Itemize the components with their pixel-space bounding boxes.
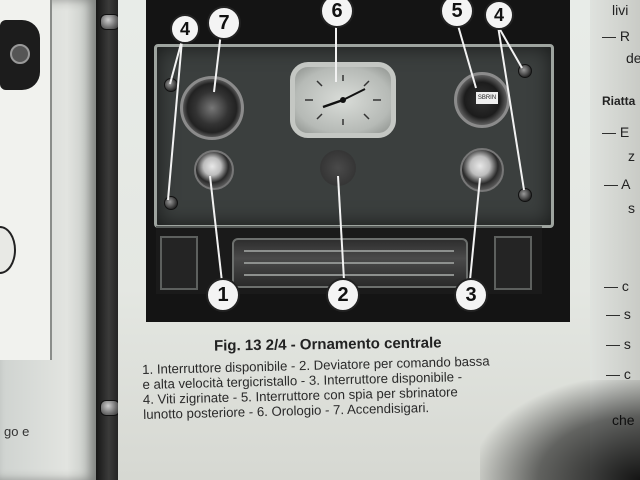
defroster-lamp-label: SBRIN (476, 92, 498, 104)
margin-text: — R (602, 28, 630, 44)
callout-4-left: 4 (170, 14, 200, 44)
margin-text: livi (612, 2, 629, 18)
vent-slat (244, 262, 454, 264)
knurled-screw (518, 64, 532, 78)
callout-6: 6 (320, 0, 354, 28)
margin-text: s (628, 200, 635, 216)
margin-text: — s (606, 336, 631, 352)
page-shadow (480, 380, 640, 480)
knurled-screw (164, 196, 178, 210)
callout-2: 2 (326, 278, 360, 312)
margin-text: — E (602, 124, 630, 140)
callout-3: 3 (454, 278, 488, 312)
callout-1: 1 (206, 278, 240, 312)
left-page-text: go e (4, 424, 30, 439)
left-vent-switch (160, 236, 198, 290)
margin-text: — A (604, 176, 631, 192)
margin-text: — c (604, 278, 629, 294)
callout-4-right: 4 (484, 0, 514, 30)
callout-5: 5 (440, 0, 474, 28)
callout-7: 7 (207, 6, 241, 40)
knurled-screw (518, 188, 532, 202)
margin-heading: Riatta (602, 94, 636, 108)
clock (290, 62, 396, 138)
binder-ring (100, 400, 120, 416)
binder-ring (100, 14, 120, 30)
margin-text: de (626, 50, 640, 66)
figure-caption: Fig. 13 2/4 - Ornamento centrale (213, 334, 442, 355)
margin-text: z (628, 148, 635, 164)
cigarette-lighter (180, 76, 244, 140)
margin-text: — s (606, 306, 631, 322)
margin-text: — c (606, 366, 631, 382)
wiper-switch-2 (320, 150, 356, 186)
left-page-part-photo (0, 20, 40, 90)
right-vent-switch (494, 236, 532, 290)
clock-face (305, 75, 381, 125)
switch-knob-3 (460, 148, 504, 192)
knurled-screw (164, 78, 178, 92)
vent-slat (244, 274, 454, 276)
switch-knob-1 (194, 150, 234, 190)
vent-slat (244, 250, 454, 252)
